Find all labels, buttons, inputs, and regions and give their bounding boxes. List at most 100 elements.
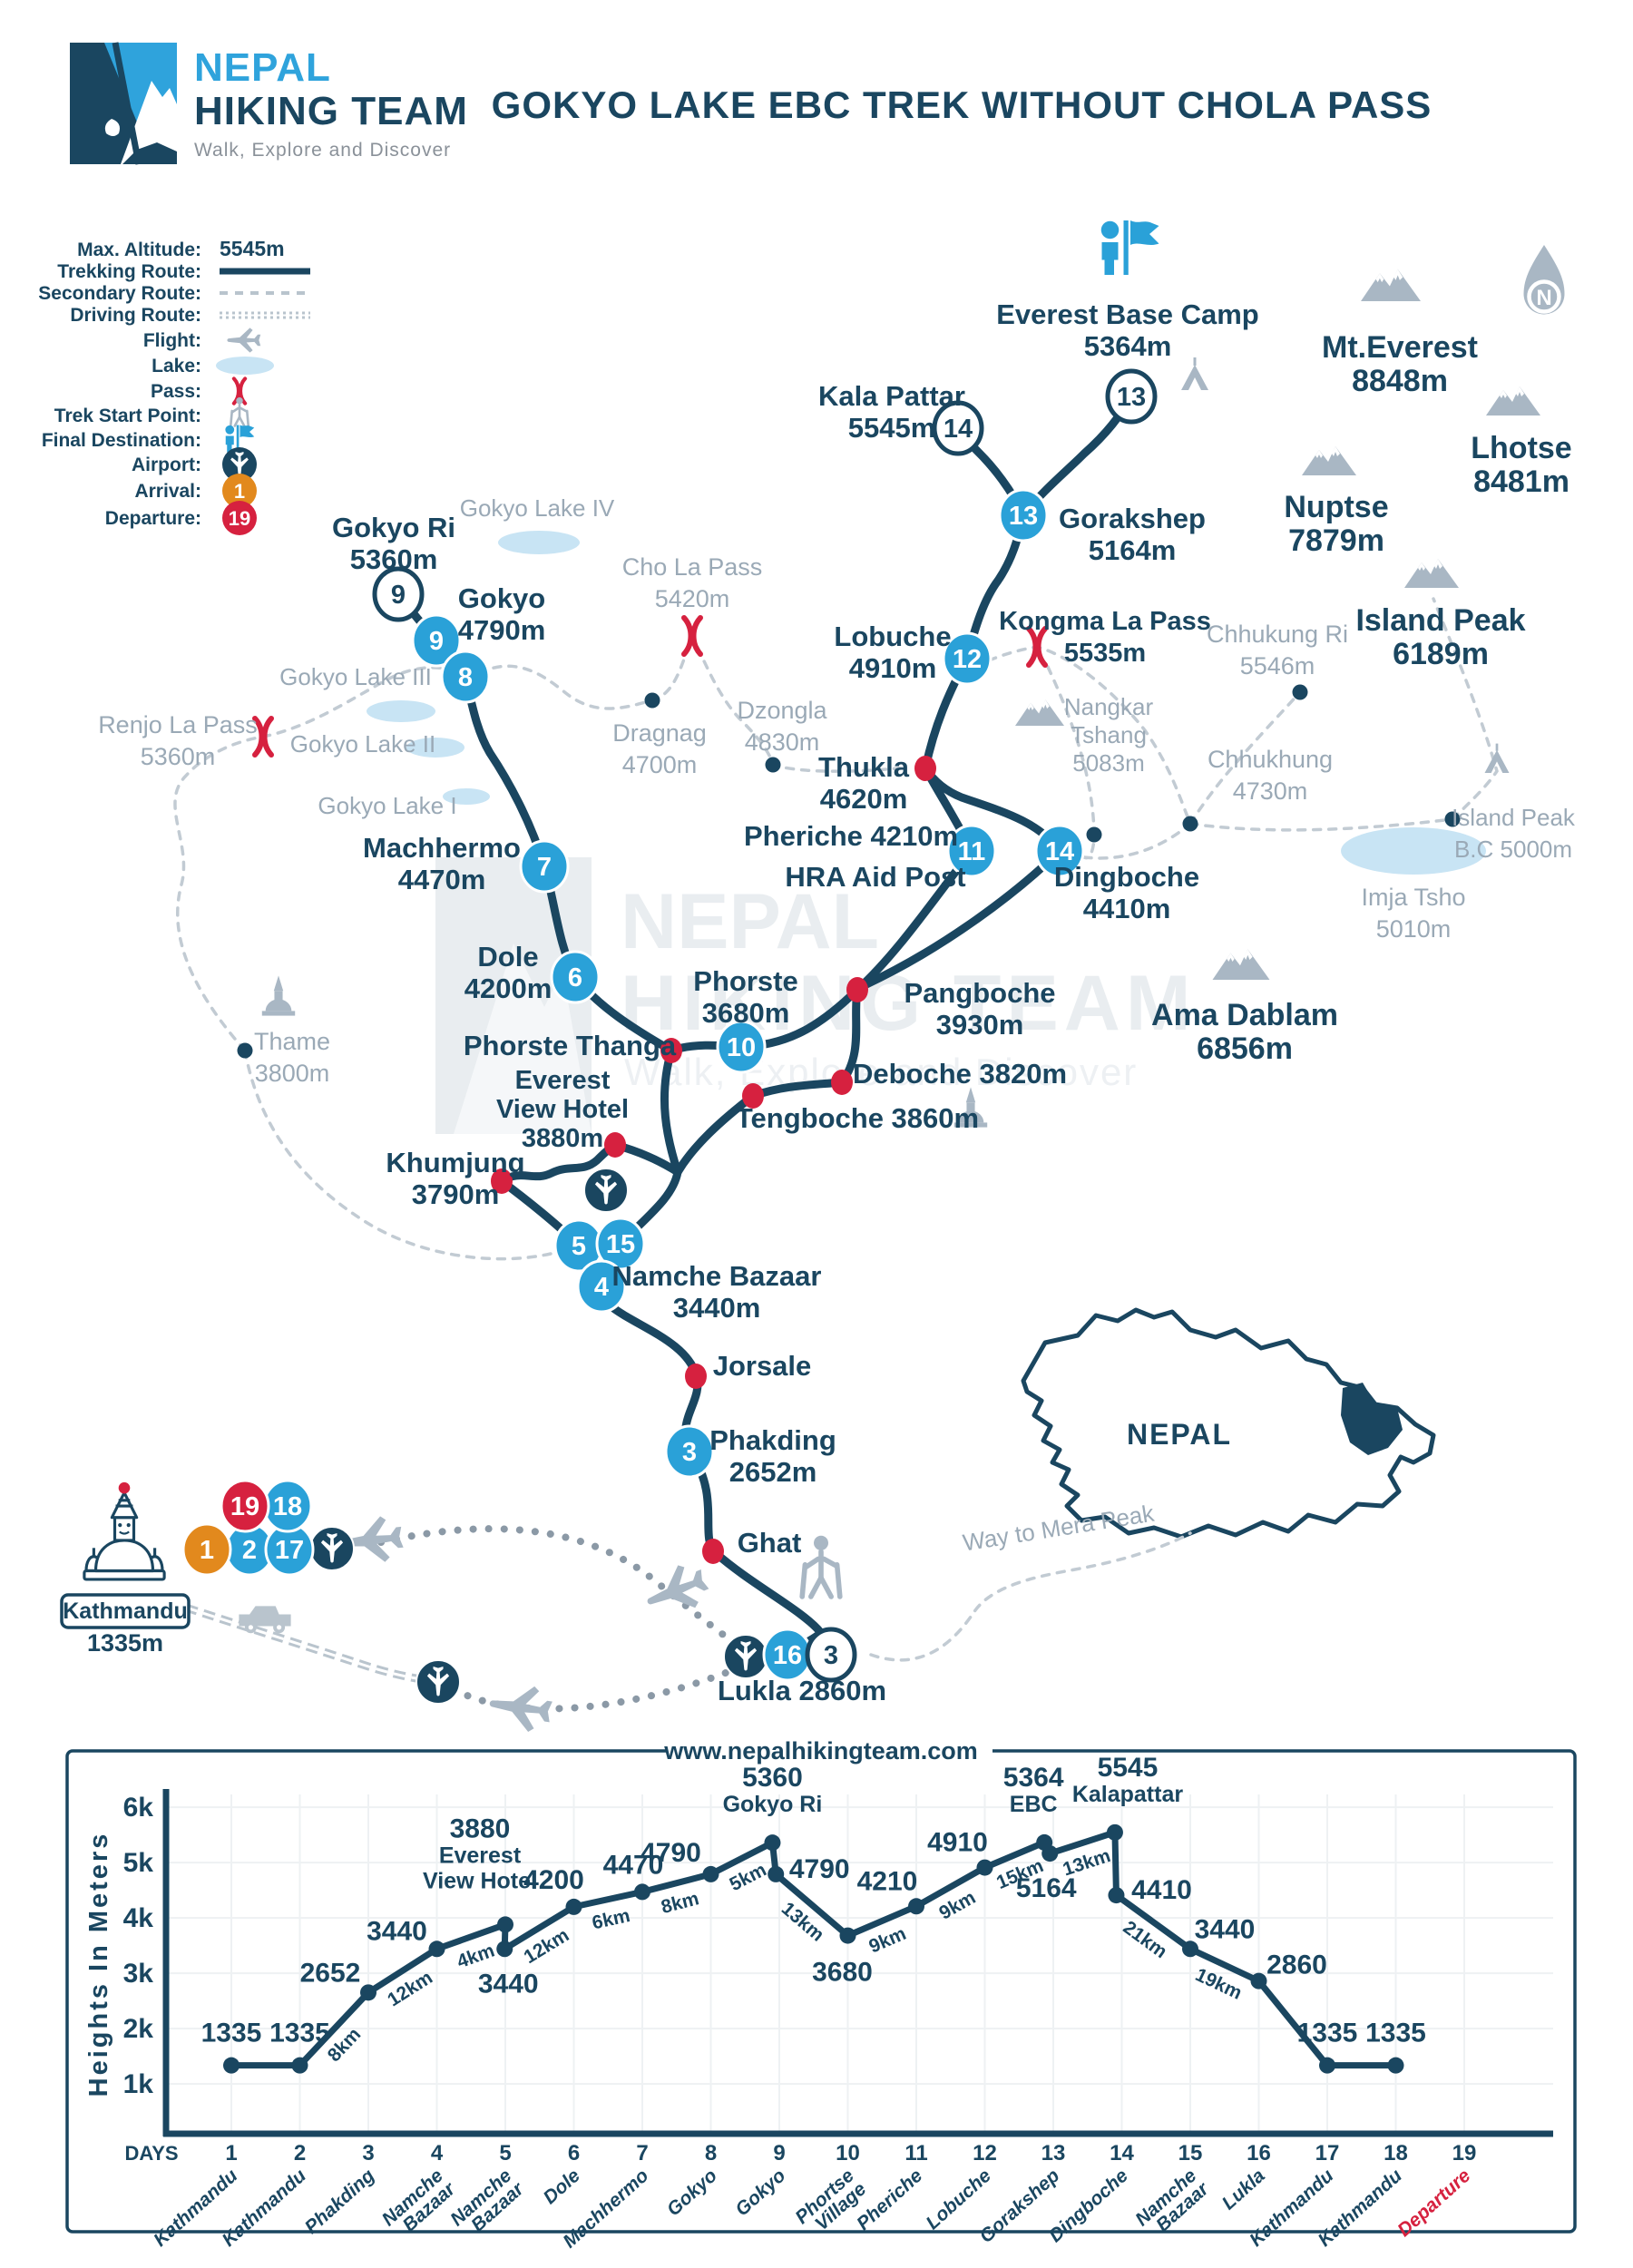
elevation-segment (1111, 1829, 1120, 1899)
elevation-point (1108, 1887, 1125, 1904)
day-number: 13 (1041, 2141, 1066, 2165)
y-tick: 5k (123, 1848, 154, 1878)
day-marker-white-circle (372, 566, 425, 622)
elevation-segment (1256, 1978, 1331, 2069)
day-marker-blue-number: 16 (773, 1641, 802, 1670)
day-number: 17 (1315, 2141, 1340, 2165)
day-number: 15 (1178, 2141, 1203, 2165)
elevation-point (1387, 2057, 1404, 2074)
legend-label: Flight: (143, 330, 201, 351)
stop-red-dot (914, 756, 936, 781)
map-label-ghat: Ghat (738, 1527, 802, 1559)
legend-row-line-dotted: Driving Route: (70, 305, 310, 326)
day-marker-blue-number: 5 (572, 1232, 586, 1261)
day-marker-blue-circle (519, 839, 570, 894)
day-marker-blue-number: 11 (958, 837, 986, 866)
day-marker-white-number: 9 (391, 581, 406, 610)
day-marker-blue-number: 10 (727, 1033, 756, 1062)
alt-label: 3440 (478, 1969, 539, 1999)
legend-row-pass: Pass: (151, 378, 245, 403)
lake (498, 531, 580, 554)
map-label-deboche: Deboche 3820m (853, 1058, 1067, 1090)
watermark-tagline: Walk, Explore and Discover (624, 1051, 1138, 1093)
legend-row-airport: Airport: (132, 447, 257, 482)
lake-icon (216, 357, 274, 375)
plane-icon (486, 1680, 554, 1735)
map-label-jorsale: Jorsale (713, 1350, 812, 1382)
day-number: 6 (568, 2141, 580, 2165)
day-number: 9 (773, 2141, 785, 2165)
day-marker-blue-circle (550, 950, 601, 1004)
poi-dot (765, 757, 781, 773)
elevation-point (976, 1859, 993, 1876)
elevation-segment (1112, 1892, 1194, 1952)
day-marker-blue-circle (716, 1020, 767, 1074)
arrival-marker-circle (181, 1522, 232, 1577)
alt-label: 5164 (1016, 1873, 1077, 1903)
stupa-icon (261, 975, 296, 1016)
arrival-marker-number: 1 (200, 1536, 214, 1565)
kathmandu-name: Kathmandu (63, 1598, 188, 1624)
elevation-segment (845, 1902, 920, 1940)
final-destination-icon (1100, 220, 1159, 275)
map-label-hra-aid-post: HRA Aid Post (785, 861, 965, 893)
alt-label: 3440 (367, 1916, 427, 1946)
map-label-gokyo-lake-iii: Gokyo Lake III (279, 663, 432, 690)
stop-red-dot (685, 1364, 707, 1389)
map-label-pheriche: Pheriche 4210m (744, 820, 958, 852)
logo-line2: HIKING TEAM (194, 89, 468, 133)
elevation-point (1106, 1823, 1123, 1841)
alt-label: 3440 (1195, 1914, 1256, 1944)
day-marker-blue-circle (440, 650, 491, 704)
elevation-point (702, 1865, 719, 1882)
day-number: 18 (1384, 2141, 1408, 2165)
stop-red-dot (846, 977, 868, 1002)
day-marker-blue-circle (411, 613, 462, 668)
chart-url-bg (666, 1736, 993, 1765)
map-label-gokyo-lake-i: Gokyo Lake I (318, 792, 456, 819)
departure-marker-number: 19 (230, 1492, 259, 1521)
day-marker-blue-number: 2 (242, 1536, 257, 1565)
secondary-route (1046, 665, 1096, 860)
day-number: 10 (836, 2141, 860, 2165)
elevation-segment (772, 1871, 851, 1940)
alt-sublabel: EBC (1010, 1792, 1058, 1817)
header: NEPAL HIKING TEAM Walk, Explore and Disc… (68, 41, 468, 170)
alt-sublabel: View Hotel (423, 1868, 537, 1893)
elevation-point (496, 1941, 513, 1958)
poi-dot (1086, 826, 1102, 843)
elevation-point (1250, 1972, 1267, 1989)
kathmandu-label-box: Kathmandu (60, 1593, 191, 1629)
trek-start-hiker-icon (802, 1536, 840, 1597)
x-axis-title: DAYS (124, 2142, 178, 2165)
page-title: GOKYO LAKE EBC TREK WITHOUT CHOLA PASS (491, 83, 1433, 126)
map-label-gokyo-lake-iv: Gokyo Lake IV (460, 494, 615, 522)
elevation-segment (1187, 1945, 1262, 1985)
lake (1341, 827, 1486, 875)
legend-row-line-dashed: Secondary Route: (38, 283, 310, 304)
elevation-segment (708, 1839, 776, 1878)
elevation-point (1041, 1845, 1059, 1862)
day-marker-blue-number: 12 (953, 645, 982, 674)
legend-row-circle-orange: Arrival:1 (134, 474, 257, 508)
alt-label: 5364 (1003, 1763, 1064, 1793)
alt-sublabel: Kalapattar (1072, 1782, 1184, 1807)
chart-url: www.nepalhikingteam.com (663, 1737, 978, 1765)
day-marker-white-number: 3 (824, 1641, 838, 1670)
